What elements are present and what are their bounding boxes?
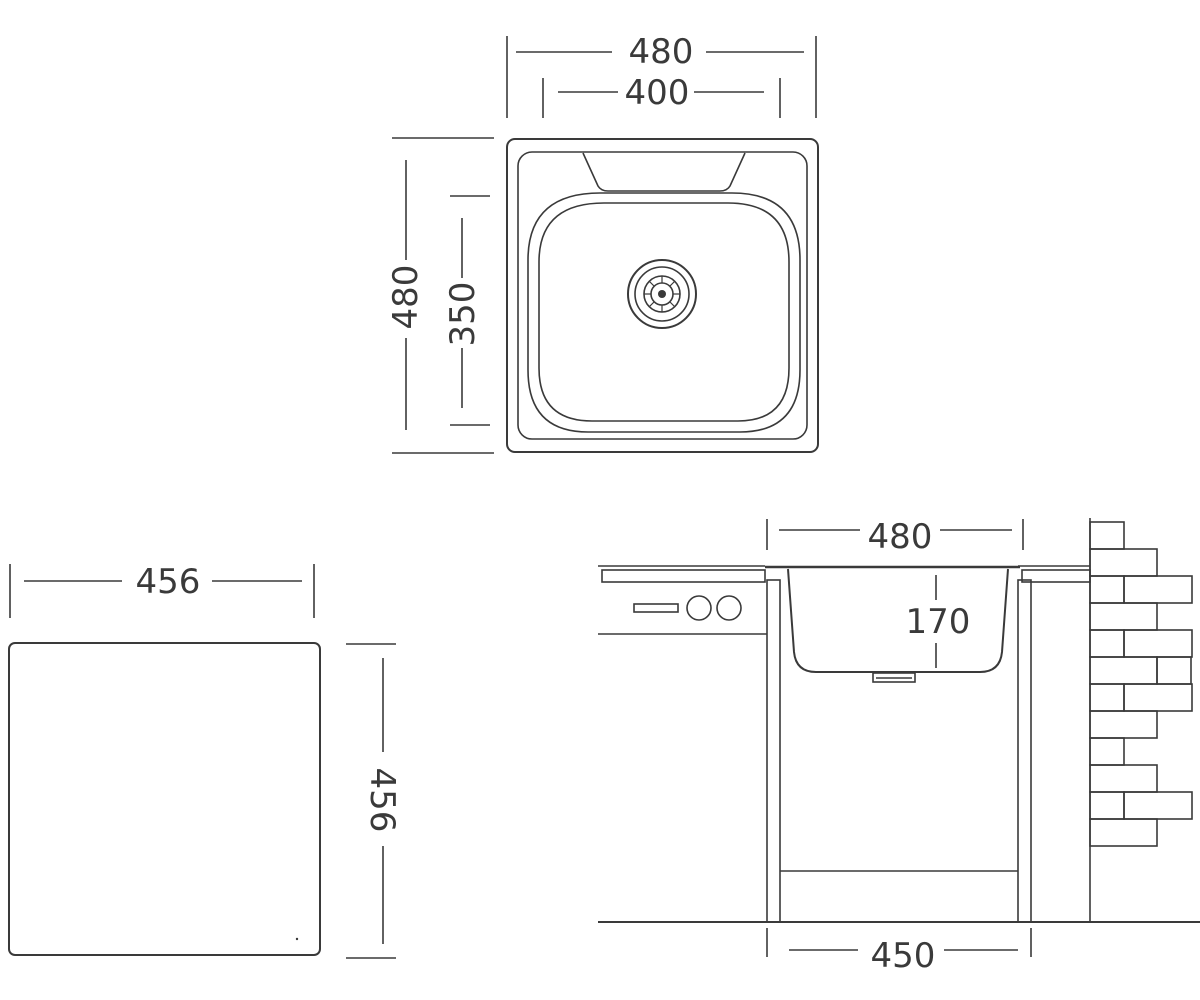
knob-icon — [686, 595, 712, 621]
drain-section — [872, 672, 916, 683]
dim-section-cabinet-width: 450 — [766, 928, 1032, 976]
knob-icon — [716, 595, 742, 621]
cabinet-wall-left — [766, 579, 781, 923]
label-top-outer-height: 480 — [386, 265, 426, 330]
label-top-outer-width: 480 — [629, 32, 694, 72]
label-cutout-height: 456 — [362, 768, 402, 833]
sink-bowl-inner — [538, 202, 790, 422]
cabinet-wall-right — [1017, 579, 1032, 923]
countertop-right — [1021, 569, 1091, 583]
sink-bowl-section — [787, 568, 1009, 673]
cutout-view: 456 456 — [8, 562, 402, 959]
dim-top-outer-width: 480 — [506, 32, 817, 118]
brick-wall — [1089, 518, 1193, 922]
label-top-bowl-width: 400 — [625, 73, 690, 113]
label-section-depth: 170 — [906, 602, 971, 642]
sink-top-view: 480 400 480 350 — [386, 32, 819, 454]
sink-rim-outer — [506, 138, 819, 453]
dim-top-bowl-width: 400 — [542, 73, 781, 118]
dim-section-depth: 170 — [906, 575, 971, 668]
section-view: 480 170 — [598, 517, 1200, 976]
dim-cutout-height: 456 — [346, 643, 402, 959]
sink-ledge — [582, 152, 746, 192]
cutout-rectangle — [8, 642, 321, 956]
label-section-top-width: 480 — [868, 517, 933, 557]
drain-icon — [627, 259, 697, 329]
sink-bowl-outer — [527, 192, 801, 433]
label-cutout-width: 456 — [136, 562, 201, 602]
countertop-left — [601, 569, 766, 583]
dim-top-bowl-height: 350 — [443, 195, 490, 426]
dim-cutout-width: 456 — [9, 562, 315, 618]
dim-top-outer-height: 480 — [386, 137, 494, 454]
label-section-cabinet-width: 450 — [871, 936, 936, 976]
handle-icon — [633, 603, 679, 613]
sink-rim-inner — [517, 151, 808, 440]
label-top-bowl-height: 350 — [443, 282, 483, 347]
dim-section-top-width: 480 — [766, 517, 1024, 557]
